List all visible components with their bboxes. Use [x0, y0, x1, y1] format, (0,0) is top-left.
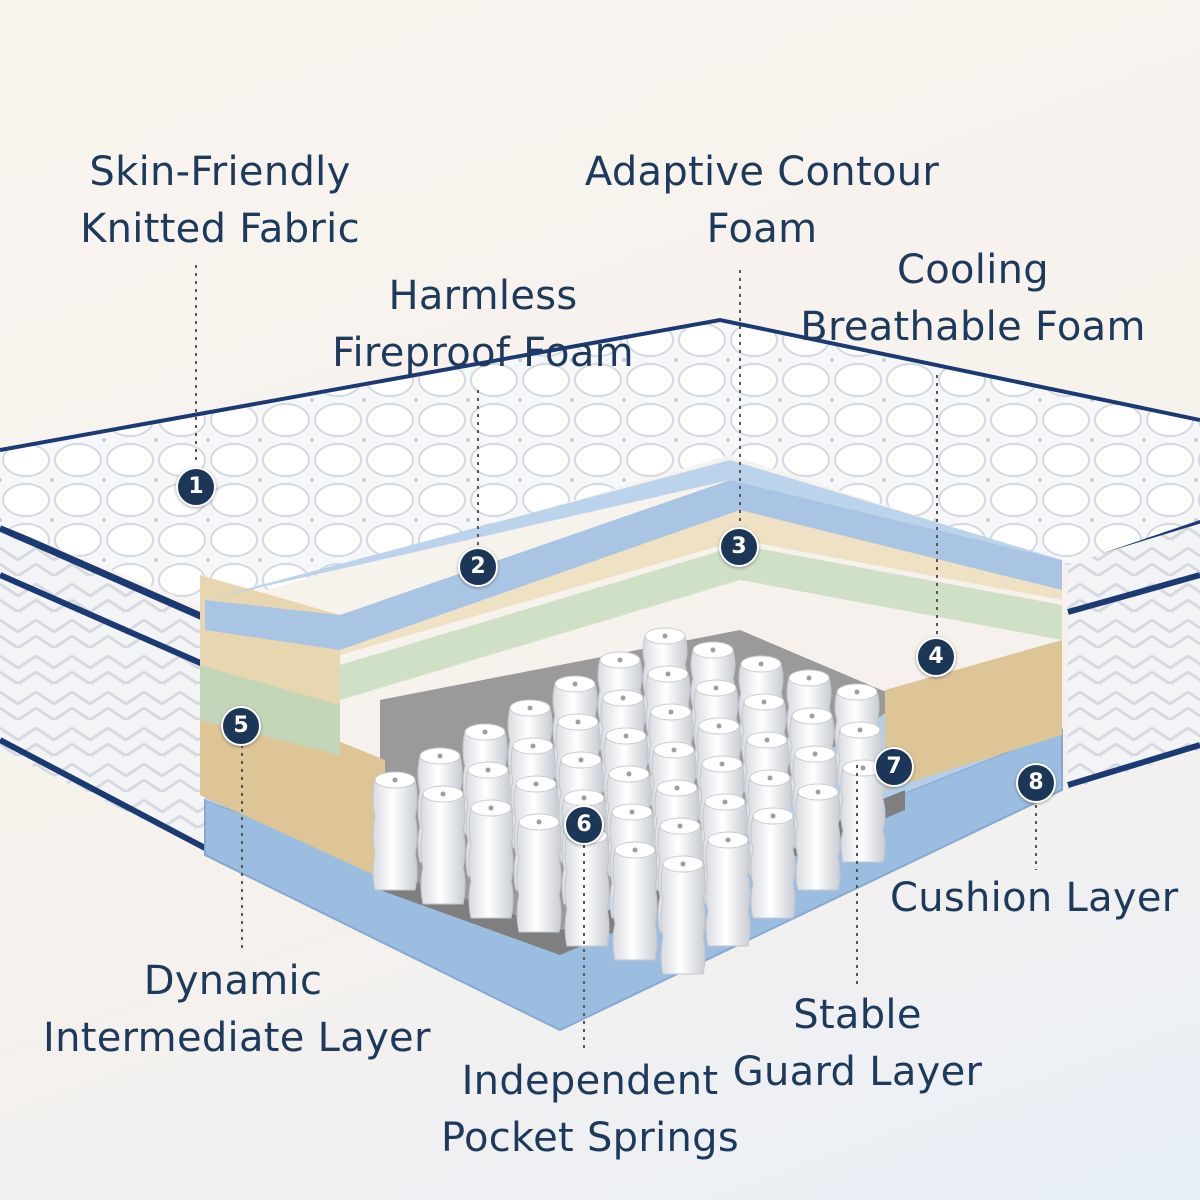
- label-line: Pocket Springs: [440, 1115, 740, 1161]
- label-line: Cooling: [897, 247, 1049, 293]
- layer-7-badge: 7: [874, 747, 914, 787]
- pocket-spring: [372, 771, 418, 891]
- leader-lines: [195, 265, 1037, 1050]
- label-line: Knitted Fabric: [80, 206, 360, 252]
- pocket-spring: [420, 785, 466, 905]
- label-line: Intermediate Layer: [43, 1015, 431, 1061]
- pocket-spring: [612, 841, 658, 961]
- label-line: Fireproof Foam: [332, 330, 634, 376]
- label-independent-pocket-springs: Independent Pocket Springs: [435, 1053, 745, 1167]
- quilted-top-fabric: [0, 317, 1200, 608]
- label-line: Dynamic: [143, 958, 323, 1004]
- layer-4-badge: 4: [916, 637, 956, 677]
- label-line: Independent: [461, 1058, 719, 1104]
- left-side-panel: [0, 524, 207, 851]
- layer-1-badge: 1: [176, 467, 216, 507]
- layer-6-badge: 6: [564, 805, 604, 845]
- layer-2-badge: 2: [458, 547, 498, 587]
- pocket-spring: [468, 799, 514, 919]
- label-line: Harmless: [388, 273, 578, 319]
- label-line: Guard Layer: [732, 1049, 983, 1095]
- label-cushion-layer: Cushion Layer: [890, 870, 1179, 927]
- pocket-spring: [564, 827, 610, 947]
- label-line: Adaptive Contour: [584, 149, 940, 195]
- layer-8-badge: 8: [1016, 763, 1056, 803]
- label-skin-friendly-knitted-fabric: Skin-Friendly Knitted Fabric: [60, 144, 380, 258]
- pocket-spring: [705, 831, 751, 947]
- label-dynamic-intermediate-layer: Dynamic Intermediate Layer: [43, 953, 431, 1067]
- label-cooling-breathable-foam: Cooling Breathable Foam: [798, 242, 1148, 356]
- right-side-panel: [1066, 516, 1200, 790]
- layer-5-badge: 5: [221, 706, 261, 746]
- pocket-spring: [660, 855, 706, 975]
- pocket-spring: [840, 759, 886, 863]
- label-line: Stable: [793, 992, 922, 1038]
- pocket-spring: [795, 783, 841, 891]
- label-stable-guard-layer: Stable Guard Layer: [720, 987, 995, 1101]
- label-line: Foam: [706, 206, 818, 252]
- layer-3-badge: 3: [719, 527, 759, 567]
- label-adaptive-contour-foam: Adaptive Contour Foam: [567, 144, 957, 258]
- pocket-spring: [750, 807, 796, 919]
- label-line: Cushion Layer: [890, 875, 1179, 921]
- label-line: Breathable Foam: [800, 304, 1146, 350]
- label-harmless-fireproof-foam: Harmless Fireproof Foam: [323, 268, 643, 382]
- pocket-spring: [516, 813, 562, 933]
- fireproof-foam-shape: [205, 460, 1062, 650]
- label-line: Skin-Friendly: [89, 149, 351, 195]
